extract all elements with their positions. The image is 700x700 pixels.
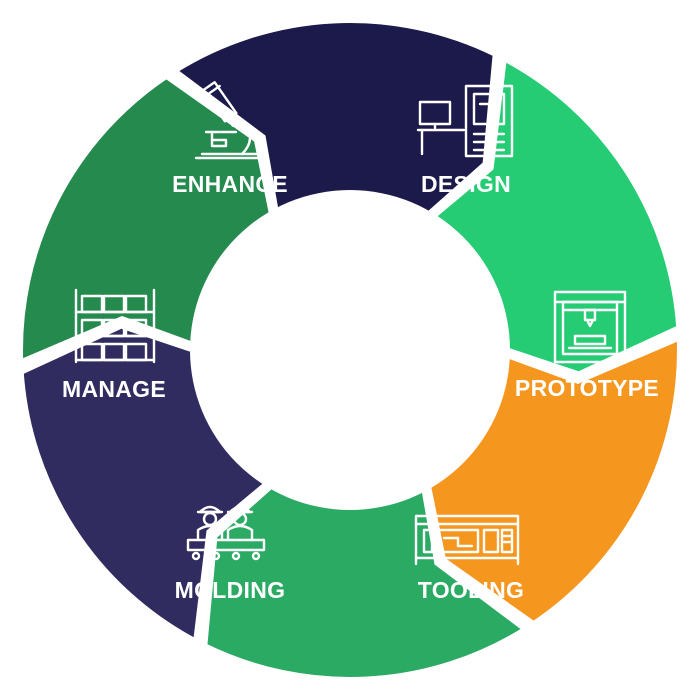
workers-conveyor-icon <box>186 505 266 561</box>
computer-cad-workstation-icon <box>416 84 514 158</box>
segment-design: DESIGN <box>416 84 514 197</box>
microscope-icon <box>194 81 270 160</box>
center-hole <box>190 190 510 510</box>
segment-label-molding: MOLDING <box>175 577 286 603</box>
segment-enhance: ENHANCE <box>172 81 288 197</box>
segment-label-enhance: ENHANCE <box>172 171 288 197</box>
3d-printer-icon <box>553 290 627 364</box>
cnc-machine-icon <box>414 514 520 566</box>
segment-prototype: PROTOTYPE <box>515 290 659 401</box>
segment-manage: MANAGE <box>62 288 166 402</box>
segment-label-design: DESIGN <box>421 171 511 197</box>
warehouse-shelving-icon <box>74 288 156 364</box>
segment-label-manage: MANAGE <box>62 376 166 402</box>
segment-tooling: TOOLING <box>414 514 524 603</box>
segment-molding: MOLDING <box>175 505 286 603</box>
segment-label-tooling: TOOLING <box>418 577 524 603</box>
segment-label-prototype: PROTOTYPE <box>515 375 659 401</box>
